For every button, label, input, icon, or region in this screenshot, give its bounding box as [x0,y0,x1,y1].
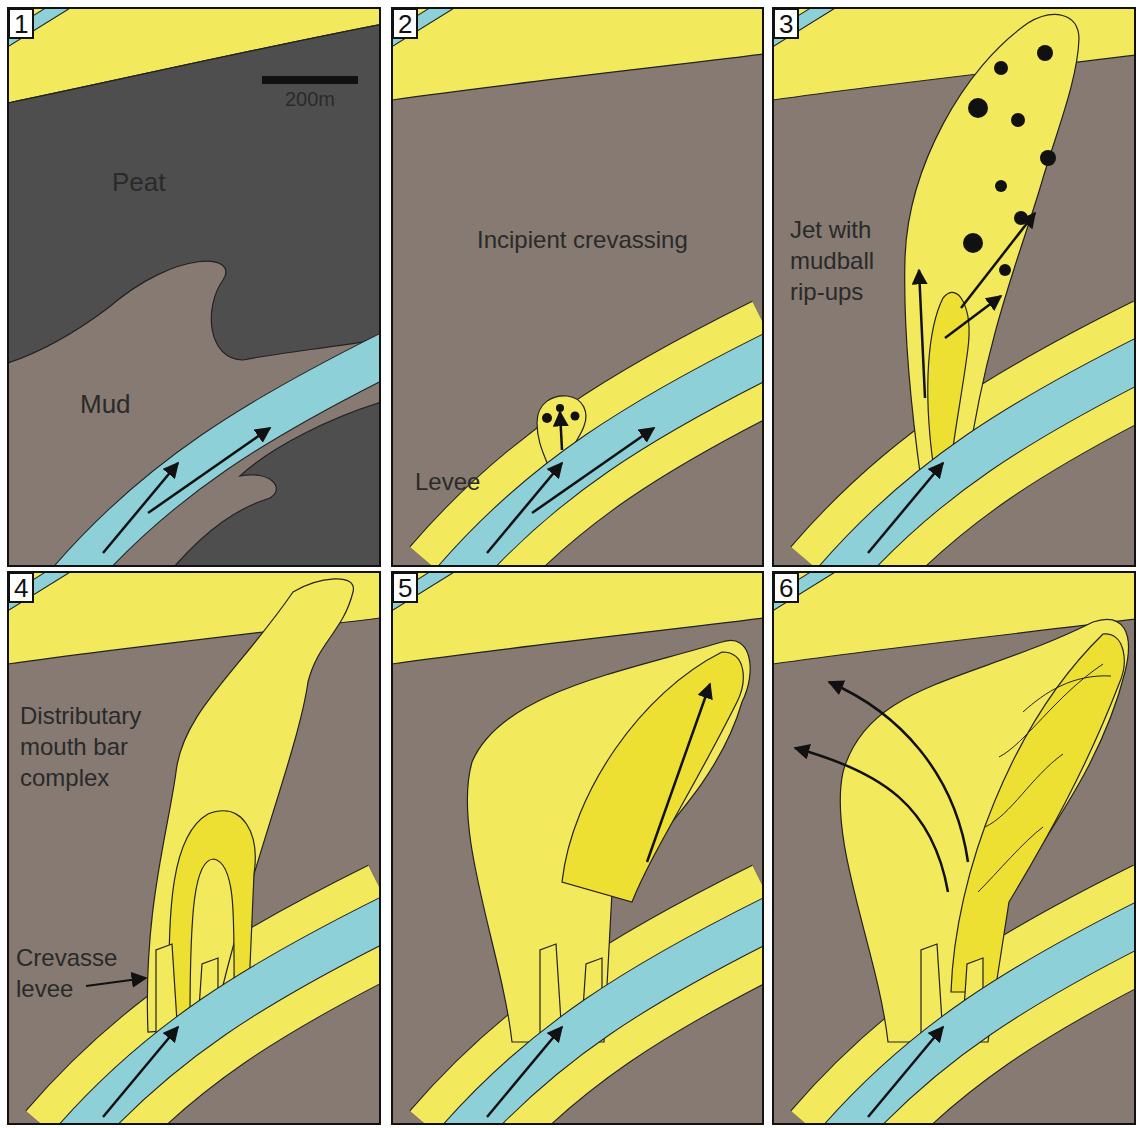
region-label: Crevasse levee [16,942,126,1004]
panel [3,3,393,583]
leader-arrow [86,978,146,986]
panel-border [8,572,380,1124]
panel [387,567,777,1128]
flow-arrow [795,748,948,892]
upper-channel [773,8,831,42]
sand-band [773,8,1135,100]
flow-arrow [487,1027,562,1117]
panel-content [773,8,1135,566]
scale-bar [262,76,358,84]
mouth-bar [562,652,743,902]
sand-band [392,8,763,100]
upper-channel-outline [773,8,831,42]
flow-arrow [868,463,943,553]
region-label: 200m [262,86,358,112]
mudball [571,412,580,421]
panel-number: 3 [773,8,799,39]
flow-arrow [532,428,654,513]
mudball [1037,45,1053,61]
panel-border [773,572,1135,1124]
mudball [542,413,552,423]
mudball [1040,150,1056,166]
mouth-bar-complex [840,619,1128,1042]
panel-number: 1 [8,8,34,39]
panel-content [773,572,1135,1124]
upper-channel [8,8,66,42]
channel-outline [452,915,763,1124]
upper-channel-outline [392,572,450,606]
region-label: Distributary mouth bar complex [20,700,160,794]
panel-number: 4 [8,572,34,603]
upper-channel-outline [8,8,66,42]
upper-channel [773,572,831,606]
channel [452,351,763,566]
flow-arrow [647,684,710,862]
channel-outline [452,351,763,566]
panel-number: 5 [392,572,418,603]
channel-outline [833,351,1135,566]
panel [768,3,1139,583]
levee-outline [833,351,1135,566]
panel-border [392,8,763,566]
accretion-line [999,664,1103,757]
flow-arrow [103,1027,178,1117]
mudball [968,98,988,118]
panel-content [392,8,763,566]
flow-arrow [560,412,562,450]
mudball [995,180,1007,192]
accretion-line [1023,676,1111,712]
channel [68,351,380,566]
mudball [963,233,983,253]
flow-arrow [868,1027,943,1117]
region-label: Peat [112,166,166,200]
flow-arrow [487,463,562,553]
upper-channel-outline [392,8,450,42]
channel [833,351,1135,566]
panel [768,567,1139,1128]
channel-outline [833,915,1135,1124]
levee-outline [452,351,763,566]
mouth-bar-complex [467,640,750,1042]
upper-channel-outline [8,572,66,606]
panel-content [392,572,763,1124]
upper-channel-outline [773,572,831,606]
panel-border [8,8,380,566]
panel-border [392,572,763,1124]
levee [452,351,763,566]
mudball [1011,113,1025,127]
upper-channel [8,572,66,606]
region-label: Jet with mudball rip-ups [790,214,900,308]
channel [833,915,1135,1124]
flow-arrow [961,213,1035,308]
flow-arrow [103,463,178,553]
flow-arrow [945,296,1001,338]
flow-arrow [148,428,270,513]
levee [833,351,1135,566]
mudball [556,404,564,412]
panel-number: 6 [773,572,799,603]
upper-channel [392,8,450,42]
mudball [994,61,1008,75]
accretion-line [978,827,1043,892]
upper-channel [392,572,450,606]
panel-border [773,8,1135,566]
channel [452,915,763,1124]
region-label: Levee [415,466,480,497]
region-label: Mud [80,388,131,422]
panel-content [8,572,380,1124]
mudball [999,264,1011,276]
panel [387,3,777,583]
peat-region [8,23,380,363]
accretion-line [985,754,1063,827]
panel-content [8,8,380,566]
panel [3,567,393,1128]
panel-number: 2 [392,8,418,39]
flow-arrow [829,682,968,862]
channel-outline [68,351,380,566]
flow-arrow [919,270,925,398]
region-label: Incipient crevassing [477,224,688,255]
